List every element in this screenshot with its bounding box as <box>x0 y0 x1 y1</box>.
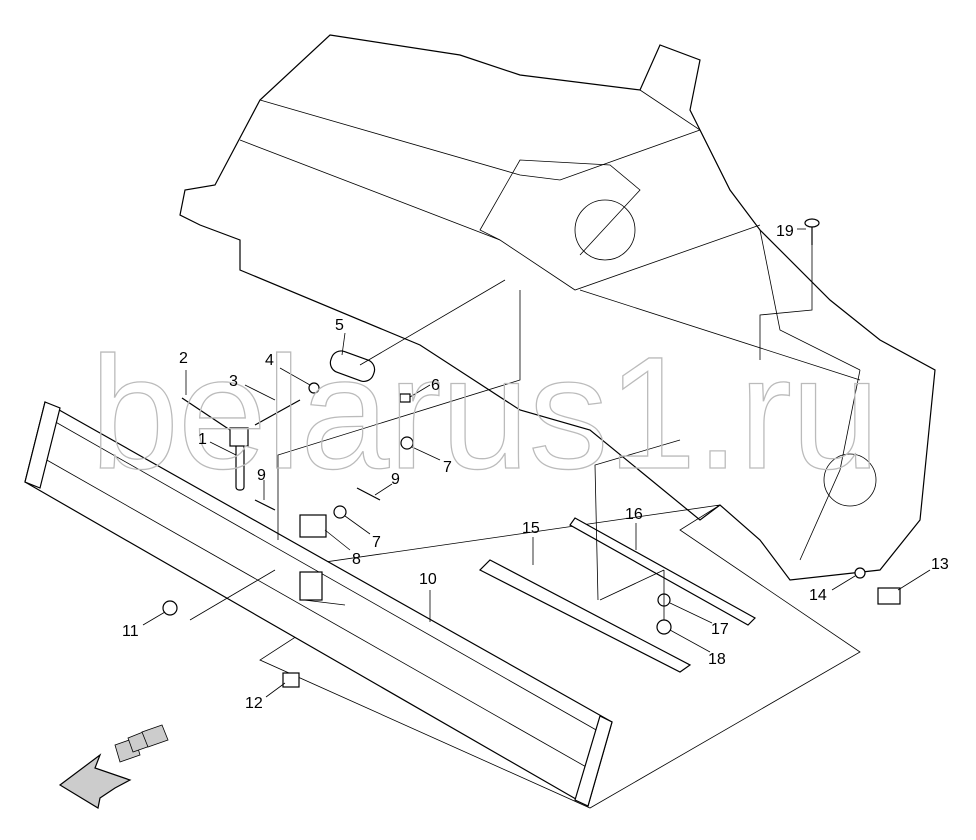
callout-7a: 7 <box>443 459 452 476</box>
callout-10: 10 <box>419 571 437 588</box>
direction-arrow-icon <box>58 724 169 809</box>
callout-17: 17 <box>711 621 729 638</box>
callout-13: 13 <box>931 556 949 573</box>
callout-16: 16 <box>625 506 643 523</box>
frame-body <box>179 34 936 581</box>
callout-6: 6 <box>431 377 440 394</box>
callout-9a: 9 <box>257 467 266 484</box>
callout-14: 14 <box>809 587 827 604</box>
callout-7b: 7 <box>372 534 381 551</box>
watermark: belarus1.ru <box>90 323 880 502</box>
callout-4: 4 <box>265 352 274 369</box>
callout-5: 5 <box>335 317 344 334</box>
callout-2: 2 <box>179 350 188 367</box>
callout-11: 11 <box>122 623 139 640</box>
callout-3: 3 <box>229 373 238 390</box>
callout-9b: 9 <box>391 471 400 488</box>
callout-12: 12 <box>245 695 263 712</box>
callout-8: 8 <box>352 551 361 568</box>
callout-19: 19 <box>776 223 794 240</box>
parts <box>162 218 901 688</box>
callout-15: 15 <box>522 520 540 537</box>
leader-lines <box>142 228 931 698</box>
callout-1: 1 <box>198 431 207 448</box>
blade <box>24 401 613 807</box>
callout-18: 18 <box>708 651 726 668</box>
callouts: 1 2 3 4 5 6 7 7 8 9 9 10 11 12 13 14 15 … <box>122 223 949 712</box>
